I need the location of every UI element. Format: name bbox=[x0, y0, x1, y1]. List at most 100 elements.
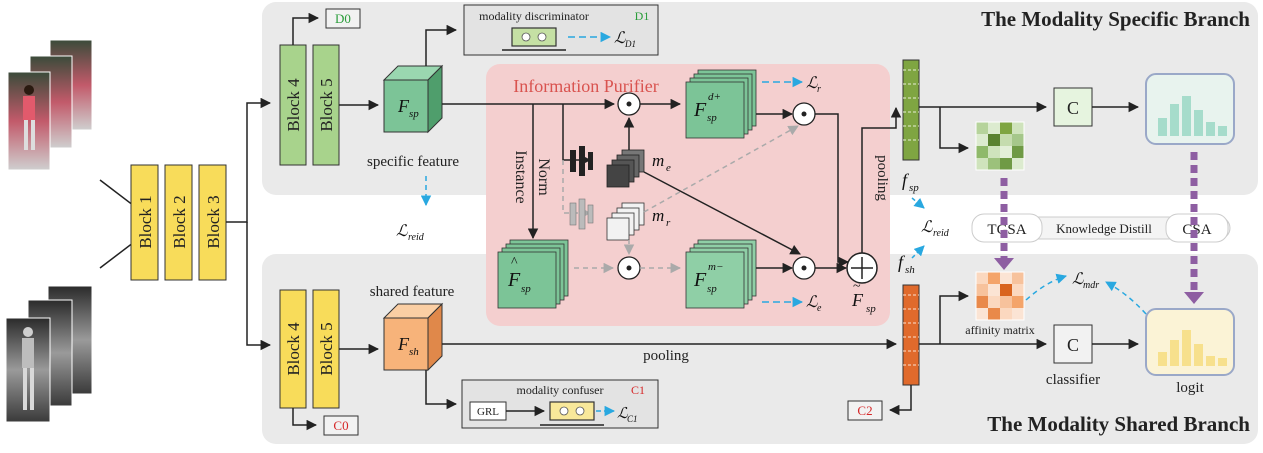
confuser-node bbox=[549, 401, 595, 421]
modality-confuser-label: modality confuser bbox=[517, 383, 604, 397]
tag-c0-label: C0 bbox=[333, 418, 348, 433]
f-sp-m-stack: F sp m− bbox=[685, 239, 757, 309]
affinity-matrix-top bbox=[975, 121, 1025, 171]
shared-block-5: Block 5 bbox=[312, 289, 340, 409]
f-sh-lower-symbol: f bbox=[898, 252, 906, 272]
loss-reid-1-sub: reid bbox=[408, 232, 425, 243]
f-sp-tilde-lower-sub: sp bbox=[909, 182, 919, 194]
f-sh-lower-sub: sh bbox=[905, 264, 915, 276]
f-sp-hat-symbol: F bbox=[507, 269, 521, 291]
f-sp-sub: sp bbox=[409, 108, 419, 120]
loss-c1-L: ℒ bbox=[617, 406, 629, 422]
loss-c1-sub: C1 bbox=[627, 414, 638, 424]
f-sp-tilde-lower-symbol: f bbox=[902, 170, 910, 190]
knowledge-distill-bar bbox=[971, 213, 1231, 243]
shared-logit-chart bbox=[1145, 308, 1235, 376]
f-sh-vector bbox=[902, 284, 920, 386]
specific-block-4-label: Block 4 bbox=[284, 78, 303, 132]
affinity-matrix-bottom bbox=[975, 271, 1025, 321]
mask-generator-r-icon bbox=[569, 198, 594, 230]
loss-r-L: ℒ bbox=[806, 75, 818, 92]
specific-block-5-label: Block 5 bbox=[317, 78, 336, 131]
m-e-sub: e bbox=[666, 162, 671, 174]
affinity-matrix-label: affinity matrix bbox=[965, 323, 1034, 337]
classifier-box-shared-label: C bbox=[1067, 335, 1079, 355]
instance-norm-label-2: Norm bbox=[535, 158, 552, 196]
information-purifier-title: Information Purifier bbox=[513, 76, 658, 96]
shared-feature-cube: F sh bbox=[382, 302, 444, 372]
f-sp-symbol: F bbox=[397, 96, 410, 116]
f-sh-symbol: F bbox=[397, 334, 410, 354]
m-r-symbol: m bbox=[652, 206, 664, 225]
loss-d1-L: ℒ bbox=[614, 30, 626, 47]
block-1-label: Block 1 bbox=[136, 195, 155, 248]
discriminator-node bbox=[511, 27, 557, 47]
instance-norm-label-1: Instance bbox=[512, 150, 529, 203]
shared-feature-label: shared feature bbox=[370, 284, 455, 300]
f-sp-tilde-symbol: F bbox=[851, 290, 864, 310]
loss-reid-2-L: ℒ bbox=[921, 219, 933, 236]
f-sp-hat-stack: F sp ^ bbox=[497, 239, 569, 309]
specific-branch-title: The Modality Specific Branch bbox=[981, 7, 1250, 31]
f-sp-d-stack: F sp d+ bbox=[685, 69, 757, 139]
mask-m-e-stack bbox=[606, 149, 645, 188]
rgb-image-stack bbox=[7, 39, 93, 171]
m-e-symbol: m bbox=[652, 151, 664, 170]
specific-logit-chart bbox=[1145, 73, 1235, 145]
tag-c1-label: C1 bbox=[631, 383, 645, 397]
loss-mdr-L: ℒ bbox=[1072, 271, 1084, 288]
specific-feature-label: specific feature bbox=[367, 154, 459, 170]
grl-label: GRL bbox=[477, 406, 499, 418]
specific-block-5: Block 5 bbox=[312, 44, 340, 166]
loss-reid-2-sub: reid bbox=[933, 228, 950, 239]
mask-m-r-stack bbox=[606, 202, 645, 241]
tag-c2 bbox=[847, 400, 883, 421]
tag-c2-label: C2 bbox=[857, 403, 872, 418]
classifier-box-shared bbox=[1053, 324, 1093, 364]
shared-block-4: Block 4 bbox=[279, 289, 307, 409]
specific-block-4: Block 4 bbox=[279, 44, 307, 166]
loss-mdr-sub: mdr bbox=[1083, 280, 1099, 291]
f-sp-d-sup: d+ bbox=[708, 91, 721, 103]
pooling-label: pooling bbox=[643, 348, 689, 364]
loss-reid-1-L: ℒ bbox=[396, 223, 408, 240]
f-sp-tilde-vector bbox=[902, 59, 920, 161]
backbone-block-2: Block 2 bbox=[164, 164, 193, 281]
f-sp-d-sub: sp bbox=[707, 112, 717, 124]
f-sp-tilde-sub: sp bbox=[866, 303, 876, 315]
block-2-label: Block 2 bbox=[170, 195, 189, 248]
backbone-block-3: Block 3 bbox=[198, 164, 227, 281]
loss-e-sub: e bbox=[817, 303, 822, 314]
modality-discriminator-label: modality discriminator bbox=[479, 9, 589, 23]
f-sp-m-symbol: F bbox=[693, 269, 707, 291]
f-sp-m-sub: sp bbox=[707, 283, 717, 295]
shared-block-5-label: Block 5 bbox=[317, 322, 336, 375]
loss-e-L: ℒ bbox=[806, 294, 818, 311]
mask-generator-e-icon bbox=[570, 146, 593, 176]
svg-text:~: ~ bbox=[853, 279, 861, 294]
classifier-box-specific-label: C bbox=[1067, 98, 1079, 118]
classifier-label: classifier bbox=[1046, 372, 1100, 388]
block-3-label: Block 3 bbox=[204, 195, 223, 248]
tag-d1-label: D1 bbox=[635, 9, 650, 23]
pooling-vertical-label: pooling bbox=[874, 155, 890, 201]
m-r-sub: r bbox=[666, 217, 671, 229]
f-sp-m-sup: m− bbox=[708, 261, 723, 273]
loss-r-sub: r bbox=[817, 84, 821, 95]
backbone-block-1: Block 1 bbox=[130, 164, 159, 281]
shared-branch-title: The Modality Shared Branch bbox=[987, 412, 1250, 436]
loss-d1-sub: D1 bbox=[624, 39, 636, 49]
modality-discriminator-box bbox=[463, 4, 659, 56]
classifier-box-specific bbox=[1053, 87, 1093, 127]
f-sh-sub: sh bbox=[409, 346, 419, 358]
shared-block-4-label: Block 4 bbox=[284, 322, 303, 376]
tag-d0-label: D0 bbox=[335, 11, 351, 26]
f-sp-hat-sub: sp bbox=[521, 283, 531, 295]
f-sp-d-symbol: F bbox=[693, 99, 707, 121]
specific-feature-cube: F sp bbox=[382, 64, 444, 134]
tag-d0 bbox=[325, 8, 361, 29]
svg-text:^: ^ bbox=[511, 255, 518, 270]
tag-c0 bbox=[323, 415, 359, 436]
